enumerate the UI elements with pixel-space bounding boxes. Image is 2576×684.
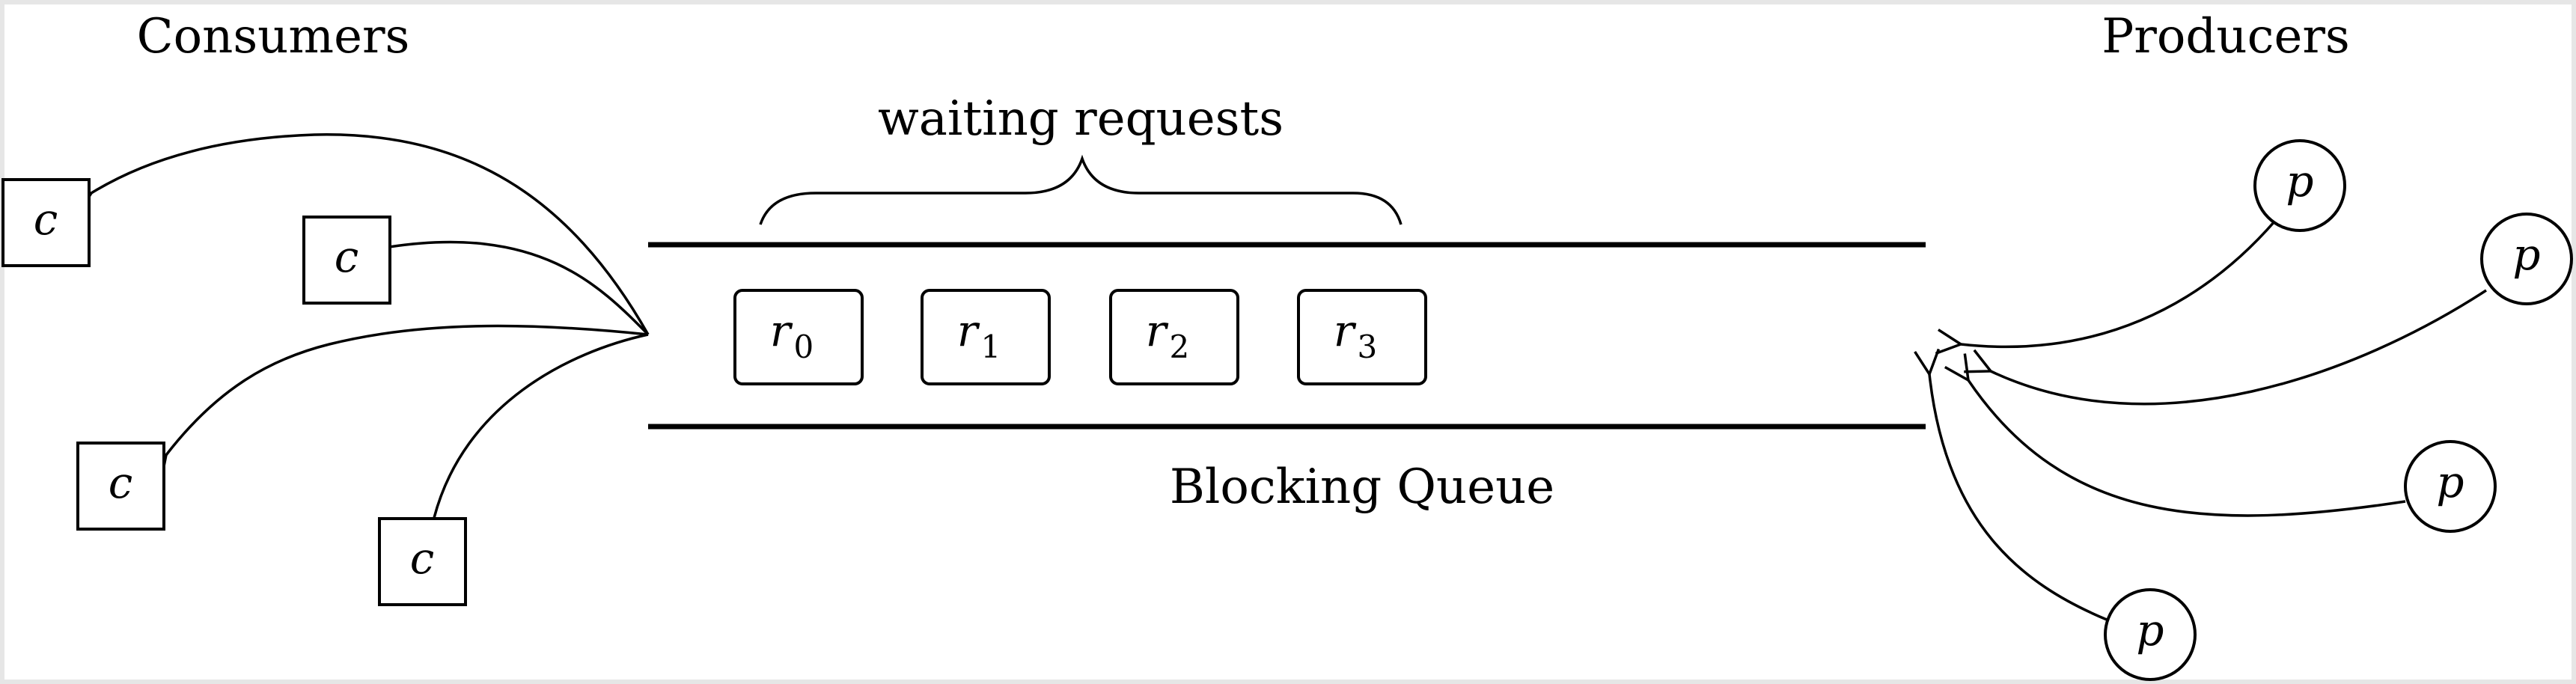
svg-text:r0: r0 — [770, 305, 814, 365]
svg-text:c: c — [335, 231, 358, 282]
request-r2: r2 — [1109, 289, 1239, 385]
request-r1: r1 — [921, 289, 1051, 385]
consumers-title: Consumers — [137, 9, 410, 64]
producer-4: p — [2104, 588, 2197, 681]
producers-title: Producers — [2102, 9, 2350, 64]
edge-from-producer-3 — [1968, 380, 2406, 517]
svg-text:c: c — [410, 533, 434, 584]
edge-from-producer-4 — [1929, 374, 2108, 621]
consumer-1: c — [1, 178, 91, 267]
edge-to-consumer-4 — [434, 333, 649, 518]
svg-text:p: p — [2136, 605, 2164, 656]
edge-to-consumer-2 — [389, 242, 650, 336]
request-r0: r0 — [733, 289, 864, 385]
svg-text:p: p — [2436, 456, 2464, 507]
consumer-3: c — [76, 442, 165, 531]
consumer-4: c — [378, 517, 467, 606]
edge-from-producer-1 — [1961, 219, 2277, 346]
edge-to-consumer-1 — [91, 133, 650, 335]
waiting-requests-label: waiting requests — [878, 91, 1284, 147]
request-r3: r3 — [1297, 289, 1427, 385]
svg-text:p: p — [2286, 156, 2313, 207]
consumer-2: c — [302, 216, 391, 305]
producer-2: p — [2480, 213, 2573, 305]
svg-text:c: c — [34, 194, 58, 245]
blocking-queue-label: Blocking Queue — [1170, 459, 1554, 515]
producer-1: p — [2253, 139, 2346, 232]
edge-to-consumer-3 — [166, 324, 649, 455]
producer-3: p — [2404, 440, 2497, 533]
waiting-requests-brace — [759, 154, 1403, 225]
svg-text:r1: r1 — [957, 305, 1001, 365]
svg-text:r2: r2 — [1146, 305, 1189, 365]
svg-text:c: c — [109, 457, 132, 508]
svg-text:p: p — [2512, 229, 2540, 280]
edge-from-producer-2 — [1991, 289, 2487, 406]
svg-text:r3: r3 — [1334, 305, 1377, 365]
